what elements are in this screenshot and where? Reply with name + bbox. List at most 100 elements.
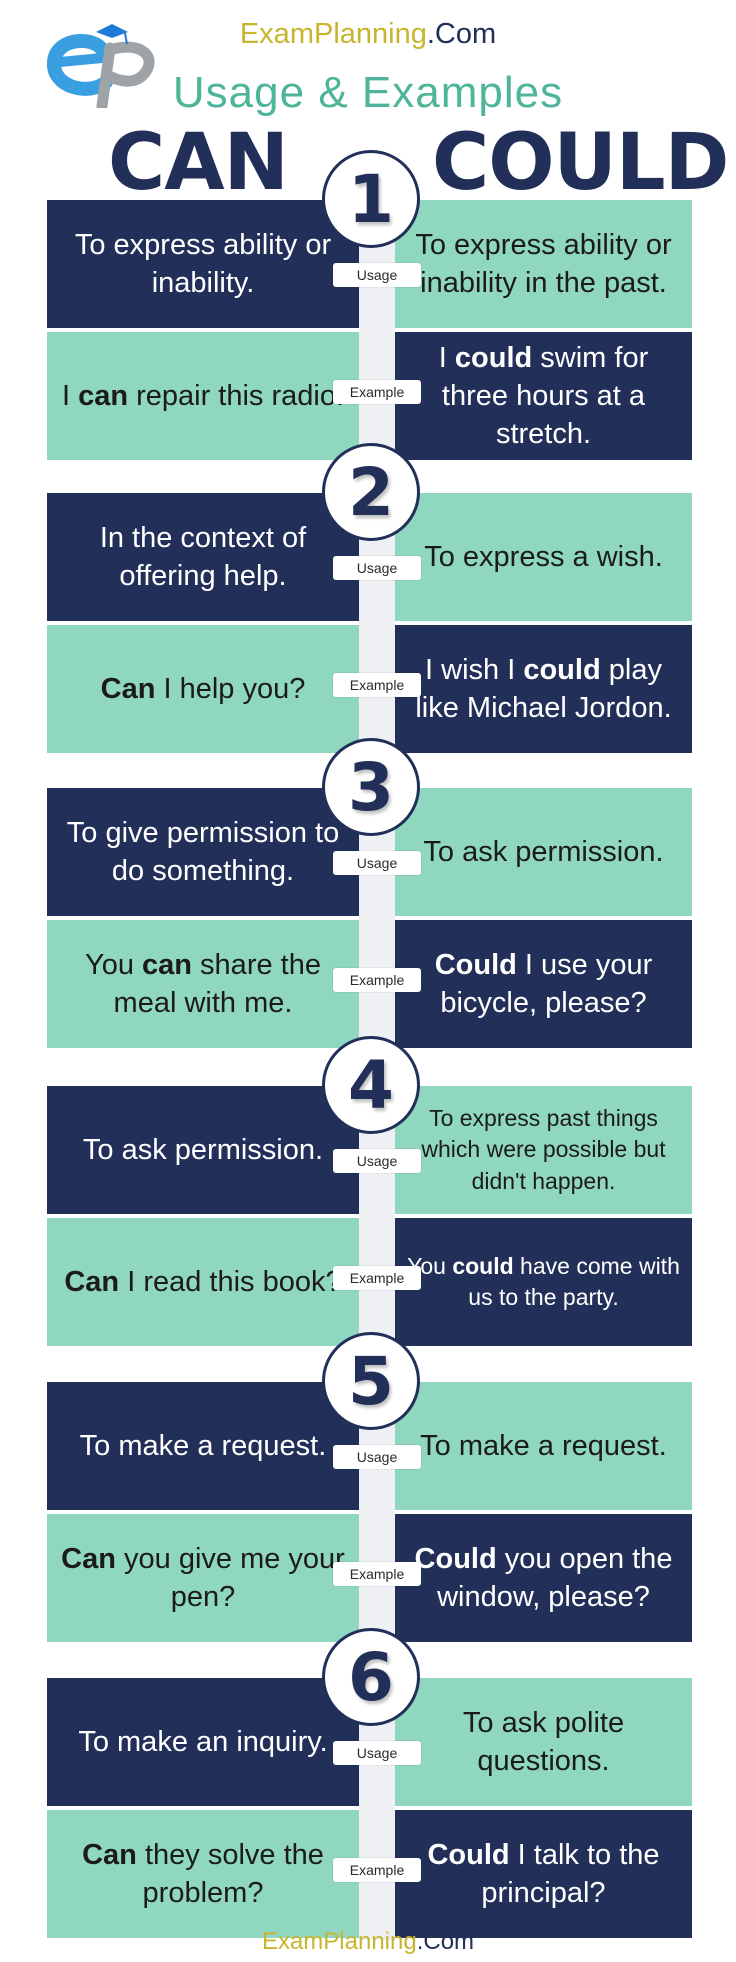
card-text: I talk to the principal?	[481, 1838, 660, 1909]
can-example-card: I can repair this radio.	[47, 332, 359, 460]
card-text: To give permission to do something.	[66, 816, 340, 887]
section-number-badge: 2	[322, 443, 420, 541]
section-number-badge: 5	[322, 1332, 420, 1430]
can-usage-card-text: In the context of offering help.	[57, 519, 349, 596]
example-label: Example	[333, 1266, 421, 1290]
can-example-card-text: You can share the meal with me.	[57, 946, 349, 1023]
card-text: share the meal with me.	[113, 948, 321, 1019]
modal-verb: could	[454, 341, 533, 374]
section-number-badge: 6	[322, 1628, 420, 1726]
section-number-badge: 3	[322, 738, 420, 836]
usage-label: Usage	[333, 851, 421, 875]
card-text: I help you?	[155, 672, 306, 705]
footer-name-accent: ExamPlanning	[261, 1928, 417, 1955]
usage-label: Usage	[333, 556, 421, 580]
modal-verb: can	[142, 948, 192, 981]
example-label: Example	[333, 1858, 421, 1882]
example-label: Example	[333, 673, 421, 697]
could-example-card: I wish I could play like Michael Jordon.	[395, 625, 692, 753]
usage-label: Usage	[333, 1149, 421, 1173]
can-usage-card: In the context of offering help.	[47, 493, 359, 621]
can-example-card-text: Can you give me your pen?	[57, 1540, 349, 1617]
example-label: Example	[333, 1562, 421, 1586]
usage-label: Usage	[333, 1445, 421, 1469]
could-usage-card: To express a wish.	[395, 493, 692, 621]
could-example-card-text: I wish I could play like Michael Jordon.	[405, 651, 682, 728]
could-usage-card: To make a request.	[395, 1382, 692, 1510]
page-subtitle: Usage & Examples	[172, 68, 564, 117]
could-example-card-text: I could swim for three hours at a stretc…	[405, 339, 682, 454]
can-usage-card: To make an inquiry.	[47, 1678, 359, 1806]
can-usage-card-text: To make a request.	[80, 1427, 327, 1465]
can-usage-card-text: To give permission to do something.	[57, 814, 349, 891]
could-example-card-text: Could you open the window, please?	[405, 1540, 682, 1617]
examplanning-logo	[46, 18, 166, 112]
example-label: Example	[333, 380, 421, 404]
site-name-accent: ExamPlanning	[239, 18, 427, 50]
could-usage-card-text: To express a wish.	[424, 538, 663, 576]
can-example-card-text: Can I read this book?	[64, 1263, 341, 1301]
can-example-card: Can they solve the problem?	[47, 1810, 359, 1938]
modal-verb: Can	[82, 1838, 137, 1871]
modal-verb: could	[452, 1252, 514, 1279]
modal-verb: Can	[100, 672, 156, 705]
can-usage-card: To ask permission.	[47, 1086, 359, 1214]
could-usage-card-text: To ask polite questions.	[405, 1704, 682, 1781]
modal-verb: Can	[61, 1542, 116, 1575]
card-text: To express a wish.	[424, 540, 663, 573]
modal-verb: Can	[64, 1265, 120, 1298]
modal-verb: could	[523, 653, 601, 686]
could-usage-card: To ask permission.	[395, 788, 692, 916]
can-example-card: You can share the meal with me.	[47, 920, 359, 1048]
card-text: swim for three hours at a stretch.	[441, 341, 649, 451]
section-number-badge: 1	[322, 150, 420, 248]
can-example-card-text: Can they solve the problem?	[57, 1836, 349, 1913]
card-text: play like Michael Jordon.	[415, 653, 672, 724]
could-usage-card-text: To ask permission.	[423, 833, 663, 871]
modal-verb: Could	[427, 1838, 510, 1871]
usage-label: Usage	[333, 263, 421, 287]
card-text: have come with us to the party.	[468, 1252, 680, 1310]
example-label: Example	[333, 968, 421, 992]
modal-verb: can	[78, 379, 129, 412]
could-example-card: Could I talk to the principal?	[395, 1810, 692, 1938]
could-example-card: Could I use your bicycle, please?	[395, 920, 692, 1048]
card-text: I	[438, 341, 455, 374]
can-usage-card: To make a request.	[47, 1382, 359, 1510]
usage-label: Usage	[333, 1741, 421, 1765]
modal-verb: Could	[414, 1542, 497, 1575]
site-name-footer: ExamPlanning.Com	[0, 1928, 736, 1956]
card-text: repair this radio.	[128, 379, 345, 412]
footer-name-suffix: .Com	[416, 1928, 475, 1955]
could-example-card: You could have come with us to the party…	[395, 1218, 692, 1346]
could-usage-card: To express past things which were possib…	[395, 1086, 692, 1214]
could-usage-card-text: To express ability or inability in the p…	[405, 226, 682, 303]
could-column-title: COULD	[432, 118, 729, 208]
card-text: To make a request.	[420, 1429, 667, 1462]
can-example-card-text: I can repair this radio.	[62, 377, 344, 415]
can-example-card: Can you give me your pen?	[47, 1514, 359, 1642]
can-usage-card-text: To make an inquiry.	[78, 1723, 327, 1761]
could-example-card: Could you open the window, please?	[395, 1514, 692, 1642]
card-text: In the context of offering help.	[99, 521, 307, 592]
card-text: To ask polite questions.	[462, 1706, 625, 1777]
card-text: you give me your pen?	[115, 1542, 345, 1613]
card-text: To make a request.	[79, 1429, 327, 1462]
card-text: I	[61, 379, 79, 412]
card-text: To make an inquiry.	[78, 1725, 328, 1758]
can-example-card-text: Can I help you?	[101, 670, 306, 708]
card-text: To ask permission.	[82, 1133, 324, 1166]
can-usage-card-text: To ask permission.	[83, 1131, 323, 1169]
could-example-card-text: Could I talk to the principal?	[405, 1836, 682, 1913]
can-example-card: Can I read this book?	[47, 1218, 359, 1346]
card-text: they solve the problem?	[136, 1838, 324, 1909]
could-usage-card: To express ability or inability in the p…	[395, 200, 692, 328]
card-text: I use your bicycle, please?	[440, 948, 653, 1019]
can-column-title: CAN	[108, 118, 289, 208]
could-usage-card: To ask polite questions.	[395, 1678, 692, 1806]
can-usage-card: To express ability or inability.	[47, 200, 359, 328]
card-text: To ask permission.	[423, 835, 664, 868]
could-example-card-text: You could have come with us to the party…	[405, 1251, 682, 1313]
could-example-card: I could swim for three hours at a stretc…	[395, 332, 692, 460]
section-number-badge: 4	[322, 1036, 420, 1134]
